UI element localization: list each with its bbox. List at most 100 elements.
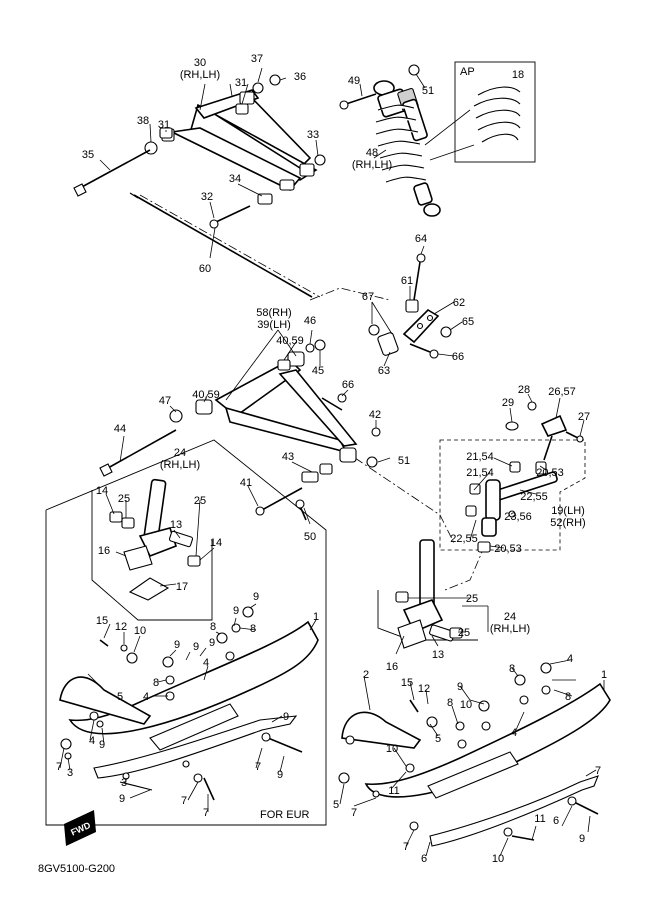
bushing-40-59: [277, 359, 291, 371]
callout-62: 62: [453, 297, 465, 309]
callout-11: 11: [0, 0, 6, 3]
inset-label: AP: [460, 66, 475, 78]
nut-45: [314, 339, 326, 351]
washer-46: [305, 343, 315, 353]
bracket-62: [402, 308, 440, 344]
callout-18: 18: [512, 69, 524, 81]
callout-4: 4: [89, 735, 95, 747]
callout-9: 9: [233, 605, 239, 617]
callout-9: 9: [99, 739, 105, 751]
eur-frame: [45, 439, 327, 826]
callout-12: 12: [418, 683, 430, 695]
bolt-11-left: [261, 732, 303, 753]
callout-19-LH-52-RH: 19(LH)52(RH): [550, 505, 585, 529]
callout-10: 10: [134, 625, 146, 637]
callout-7: 7: [0, 0, 3, 3]
bolt-32: [209, 205, 251, 229]
callout-42: 42: [369, 409, 381, 421]
callout-63: 63: [378, 365, 390, 377]
callout-5: 5: [0, 0, 3, 3]
callout-67: 67: [362, 291, 374, 303]
callout-23-56: 23,56: [504, 511, 532, 523]
washer-47: [169, 409, 183, 423]
rod-end-26-57: [540, 414, 568, 461]
washers-left: [60, 606, 254, 783]
callout-9: 9: [119, 793, 125, 805]
bushing-31a: [235, 103, 249, 115]
part-29: [505, 421, 519, 431]
collar-43: [301, 463, 333, 483]
callout-21-54: 21,54: [466, 451, 494, 463]
callout-6: 6: [421, 853, 427, 865]
callout-64: 64: [415, 233, 427, 245]
callout-37: 37: [251, 53, 263, 65]
shock-absorber: [373, 80, 441, 217]
spring-18: [424, 86, 521, 161]
callout-28: 28: [518, 384, 530, 396]
nut-51-top: [408, 64, 420, 76]
callout-66: 66: [342, 379, 354, 391]
callout-29: 29: [502, 397, 514, 409]
callout-7: 7: [595, 765, 601, 777]
callout-10: 10: [492, 853, 504, 865]
callout-25: 25: [118, 493, 130, 505]
steering-link: [465, 461, 558, 553]
callout-44: 44: [114, 423, 126, 435]
callout-5: 5: [117, 691, 123, 703]
callout-48-RH-LH: 48(RH,LH): [352, 147, 392, 171]
bolt-64: [413, 253, 426, 301]
callout-50: 50: [304, 531, 316, 543]
callout-7: 7: [181, 795, 187, 807]
nut-67: [368, 324, 380, 336]
nut-33: [314, 154, 326, 166]
callout-7: 7: [403, 841, 409, 853]
callout-20-53: 20,53: [536, 467, 564, 479]
callout-9: 9: [277, 769, 283, 781]
bolt-49: [339, 93, 377, 110]
callout-16: 16: [98, 545, 110, 557]
callout-38: 38: [137, 115, 149, 127]
steering-link-frame: [439, 439, 586, 551]
callout-25: 25: [194, 495, 206, 507]
nut-42: [371, 427, 381, 437]
callout-5: 5: [333, 799, 339, 811]
callout-8: 8: [565, 691, 571, 703]
callout-31: 31: [158, 119, 170, 131]
callout-31: 31: [235, 77, 247, 89]
callout-49: 49: [348, 75, 360, 87]
callout-15: 15: [96, 615, 108, 627]
callout-7: 7: [56, 761, 62, 773]
spindle-left: [109, 478, 201, 601]
callout-27: 27: [578, 411, 590, 423]
callout-9: 9: [253, 591, 259, 603]
callout-10: 10: [460, 699, 472, 711]
callout-1: 1: [313, 611, 319, 623]
callout-51: 51: [398, 455, 410, 467]
callout-8: 8: [509, 663, 515, 675]
nut-10-left: [126, 652, 138, 664]
callout-32: 32: [201, 191, 213, 203]
callout-7: 7: [255, 761, 261, 773]
callout-65: 65: [462, 316, 474, 328]
nut-36: [269, 74, 281, 86]
callout-24-RH-LH: 24(RH,LH): [490, 611, 530, 635]
callout-45: 45: [312, 365, 324, 377]
callout-66: 66: [452, 351, 464, 363]
callout-15: 15: [401, 677, 413, 689]
callout-35: 35: [82, 149, 94, 161]
spindle-frame-left: [91, 490, 213, 621]
diagram-id: 8GV5100-G200: [38, 863, 115, 875]
callout-9: 9: [193, 641, 199, 653]
callout-8: 8: [447, 697, 453, 709]
bolt-35: [73, 149, 151, 197]
callout-30-RH-LH: 30(RH,LH): [180, 57, 220, 81]
callout-4: 4: [511, 727, 517, 739]
callout-9: 9: [283, 711, 289, 723]
callout-26-57: 26,57: [548, 386, 576, 398]
callout-8: 8: [250, 623, 256, 635]
callout-20-53: 20,53: [494, 543, 522, 555]
callout-7: 7: [203, 807, 209, 819]
callout-22-55: 22,55: [520, 491, 548, 503]
